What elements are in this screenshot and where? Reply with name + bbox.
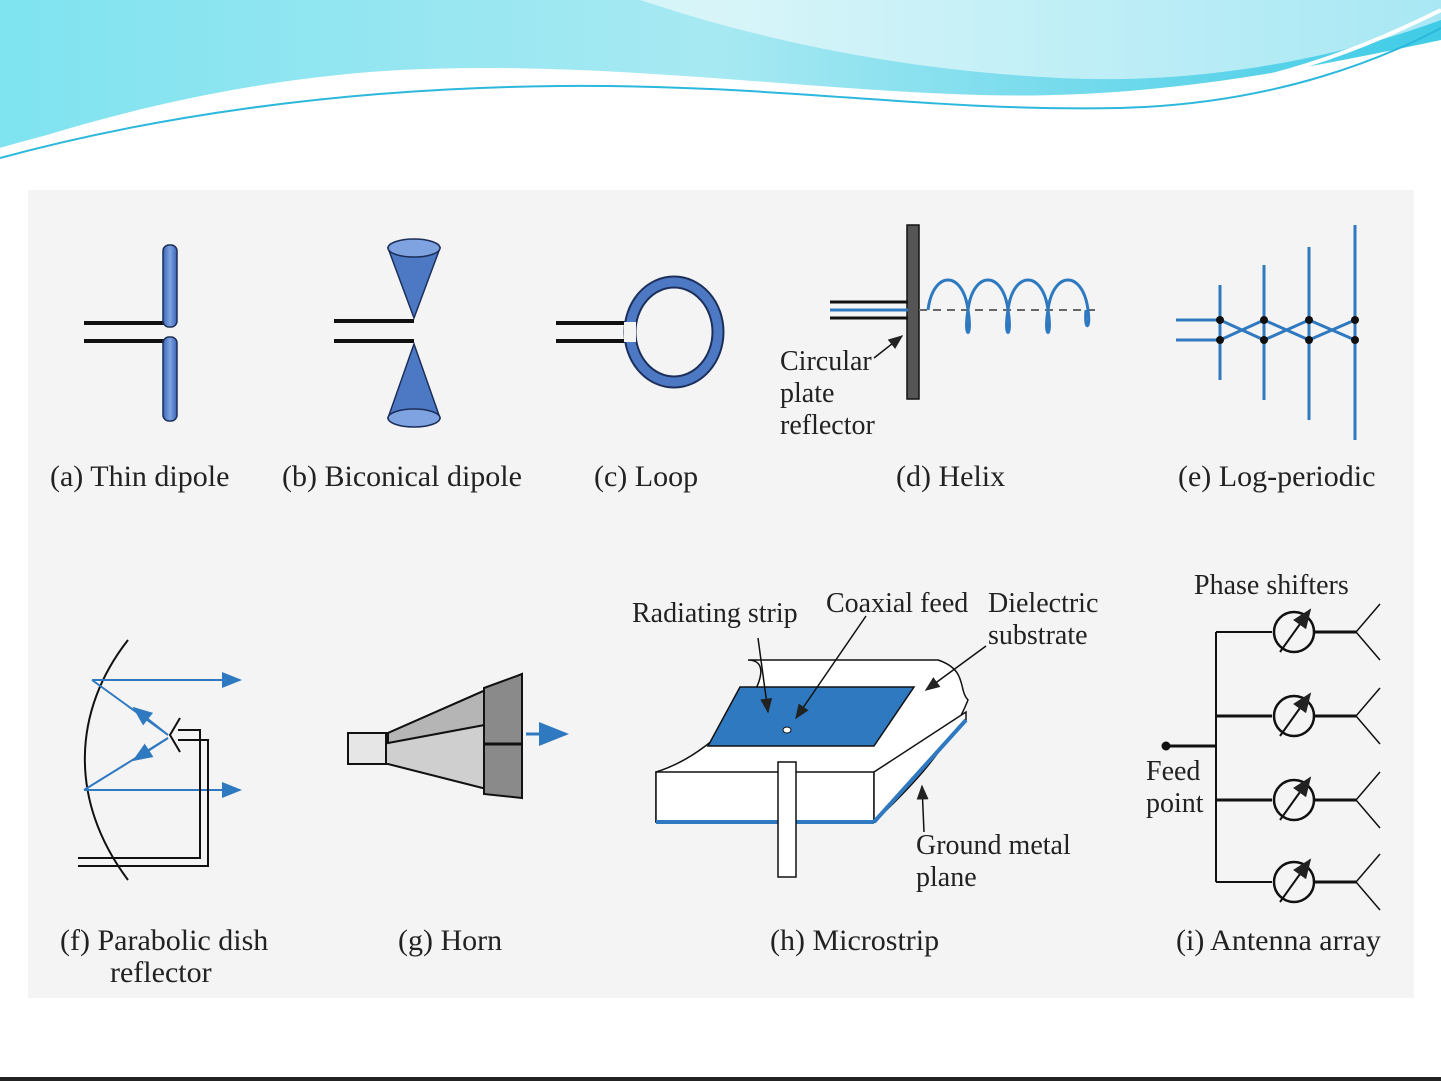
helix-reflector-label-line1: Circular bbox=[780, 346, 872, 377]
ground-metal-plane-label-line1: Ground metal bbox=[916, 830, 1071, 861]
array-element-1 bbox=[1216, 604, 1380, 660]
dielectric-substrate-label-line2: substrate bbox=[988, 620, 1088, 651]
caption-loop: (c) Loop bbox=[594, 460, 698, 493]
biconical-dipole-diagram bbox=[334, 239, 440, 427]
helix-reflector-label-line3: reflector bbox=[780, 410, 875, 441]
thin-dipole-diagram bbox=[84, 245, 177, 421]
loop-antenna-diagram bbox=[556, 282, 718, 382]
parabolic-dish-diagram bbox=[78, 640, 240, 880]
caption-parabolic-dish-line1: (f) Parabolic dish bbox=[60, 924, 268, 957]
feed-point-label-line2: point bbox=[1146, 788, 1204, 819]
dielectric-substrate-label-line1: Dielectric bbox=[988, 588, 1098, 619]
horn-antenna-diagram bbox=[348, 674, 566, 798]
caption-microstrip: (h) Microstrip bbox=[770, 924, 939, 957]
log-periodic-diagram bbox=[1176, 225, 1359, 440]
bottom-rule bbox=[0, 1077, 1441, 1081]
array-element-2 bbox=[1216, 688, 1380, 744]
helix-reflector-label-line2: plate bbox=[780, 378, 834, 409]
ground-metal-plane-label-line2: plane bbox=[916, 862, 977, 893]
array-element-3 bbox=[1216, 772, 1380, 828]
radiating-strip-label: Radiating strip bbox=[632, 598, 798, 629]
caption-antenna-array: (i) Antenna array bbox=[1176, 924, 1381, 957]
antenna-types-figure: (a) Thin dipole (b) Biconical dipole (c)… bbox=[28, 190, 1414, 998]
header-wave-decoration bbox=[0, 0, 1441, 170]
array-element-4 bbox=[1216, 854, 1380, 910]
caption-thin-dipole: (a) Thin dipole bbox=[50, 460, 229, 493]
caption-horn: (g) Horn bbox=[398, 924, 502, 957]
coaxial-feed-label: Coaxial feed bbox=[826, 588, 968, 619]
phase-shifters-label: Phase shifters bbox=[1194, 570, 1349, 601]
antenna-diagrams: (a) Thin dipole (b) Biconical dipole (c)… bbox=[28, 190, 1414, 998]
caption-parabolic-dish-line2: reflector bbox=[110, 956, 212, 989]
caption-biconical-dipole: (b) Biconical dipole bbox=[282, 460, 522, 493]
caption-helix: (d) Helix bbox=[896, 460, 1005, 493]
caption-log-periodic: (e) Log-periodic bbox=[1178, 460, 1375, 493]
feed-point-label-line1: Feed bbox=[1146, 756, 1200, 787]
